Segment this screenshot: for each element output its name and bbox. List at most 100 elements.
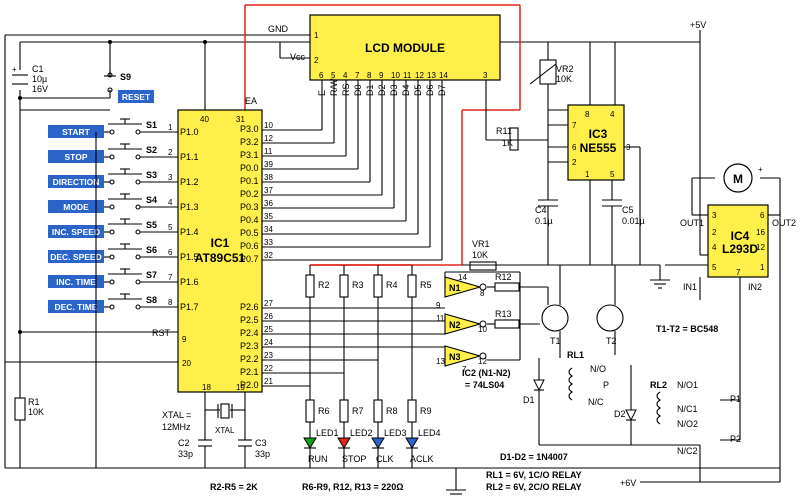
- svg-text:N/C2: N/C2: [677, 446, 698, 456]
- ic1-pin-label: P0.0: [240, 163, 259, 173]
- svg-text:R5: R5: [420, 280, 432, 290]
- switch-s4-button[interactable]: MODE: [48, 200, 104, 213]
- switch-name: S7: [146, 270, 157, 280]
- ic1-pin-number: 26: [264, 312, 273, 321]
- svg-text:31: 31: [236, 115, 245, 124]
- svg-text:R12: R12: [495, 272, 512, 282]
- ic1-name: IC1: [211, 236, 230, 250]
- ic1-pin-label: P0.4: [240, 215, 259, 225]
- svg-text:+: +: [12, 65, 17, 74]
- switch-s6-button[interactable]: DEC. SPEED: [48, 250, 104, 263]
- svg-text:C1: C1: [32, 64, 44, 74]
- switch-s8-button[interactable]: DEC. TIME: [48, 300, 104, 313]
- lcd-vcc-label: Vcc: [290, 52, 306, 62]
- led-3-icon: [371, 437, 385, 449]
- switch-name: S6: [146, 245, 157, 255]
- ic1-pin-number: 33: [264, 238, 273, 247]
- plus6v-label: +6V: [620, 478, 636, 488]
- switch-label: INC. TIME: [56, 277, 96, 287]
- svg-text:N/C1: N/C1: [677, 404, 698, 414]
- ic1-pin-label: P2.2: [240, 354, 259, 364]
- ic1-pin-label: P1.7: [180, 302, 199, 312]
- lcd-pin-number: 10: [391, 71, 400, 80]
- ic1-pin-number: 27: [264, 299, 273, 308]
- ic1-pin-number: 21: [264, 377, 273, 386]
- lcd-pin-number: 14: [439, 71, 448, 80]
- svg-text:N/O1: N/O1: [677, 380, 698, 390]
- switch-s1-button[interactable]: START: [48, 125, 104, 138]
- ic1-pin-number: 37: [264, 186, 273, 195]
- svg-text:8: 8: [480, 289, 485, 298]
- switch-label: DIRECTION: [53, 177, 100, 187]
- ic4-driver: IC4 L293D 3 6 2 16 4 12 5 1 7 OUT1 OUT2 …: [665, 42, 796, 300]
- ic1-pin-number: 24: [264, 338, 273, 347]
- svg-text:20: 20: [182, 359, 191, 368]
- ic1-pin-label: P0.6: [240, 241, 259, 251]
- ic1-pin-number: 36: [264, 199, 273, 208]
- svg-text:12: 12: [478, 357, 487, 366]
- ic1-pin-number: 32: [264, 251, 273, 260]
- svg-text:N3: N3: [449, 352, 461, 362]
- switch-label: DEC. TIME: [55, 302, 98, 312]
- lcd-pin-number: 4: [343, 71, 348, 80]
- svg-text:R2: R2: [318, 280, 330, 290]
- lcd-pin-number: 7: [355, 71, 360, 80]
- ic1-pin-label: P3.2: [240, 137, 259, 147]
- switch-s3-button[interactable]: DIRECTION: [48, 175, 104, 188]
- svg-text:ACLK: ACLK: [410, 454, 434, 464]
- svg-text:LED4: LED4: [418, 428, 441, 438]
- switch-name: S3: [146, 170, 157, 180]
- lcd-module: LCD MODULE GND Vcc 1 2 3 6E5R/W4RS7D08D1…: [262, 14, 548, 261]
- svg-text:5: 5: [712, 263, 717, 272]
- svg-text:C4: C4: [535, 205, 547, 215]
- svg-text:12: 12: [756, 243, 765, 252]
- ic1-pin-number: 39: [264, 160, 273, 169]
- svg-text:RUN: RUN: [308, 454, 328, 464]
- gate-n2: N2: [444, 313, 487, 335]
- ic1-port-pins: 10P3.012P3.211P3.139P0.038P0.137P0.236P0…: [240, 121, 445, 390]
- svg-text:16: 16: [756, 228, 765, 237]
- gate-n3: N3: [444, 345, 487, 367]
- svg-text:1: 1: [314, 31, 319, 40]
- switch-s7-button[interactable]: INC. TIME: [48, 275, 104, 288]
- ic1-pin-label: P0.7: [240, 254, 259, 264]
- switch-s5-button[interactable]: INC. SPEED: [48, 225, 104, 238]
- ic3-name: IC3: [589, 127, 608, 141]
- svg-text:14: 14: [458, 273, 467, 282]
- svg-text:P1: P1: [730, 394, 741, 404]
- ic1-pin-number: 38: [264, 173, 273, 182]
- reset-button[interactable]: [118, 90, 154, 103]
- svg-text:OUT1: OUT1: [680, 218, 704, 228]
- svg-text:6: 6: [760, 211, 765, 220]
- svg-text:N1: N1: [449, 283, 461, 293]
- ic1-pin-number: 7: [168, 273, 173, 282]
- svg-text:T2: T2: [606, 336, 617, 346]
- svg-text:2: 2: [712, 228, 717, 237]
- note-rl1: RL1 = 6V, 1C/O RELAY: [486, 470, 582, 480]
- svg-text:IN1: IN1: [683, 282, 697, 292]
- svg-text:8: 8: [585, 110, 590, 119]
- switch-label: START: [62, 127, 91, 137]
- ic1-pin-number: 34: [264, 225, 273, 234]
- switch-s2-button[interactable]: STOP: [48, 150, 104, 163]
- ic1-pin-label: P3.1: [240, 150, 259, 160]
- s9-label: S9: [120, 72, 131, 82]
- ic1-pin-label: P0.2: [240, 189, 259, 199]
- svg-text:R1: R1: [28, 397, 40, 407]
- rst-label: RST: [152, 328, 171, 338]
- switch-name: S1: [146, 120, 157, 130]
- ic1-pin-number: 23: [264, 351, 273, 360]
- svg-text:RL1: RL1: [567, 350, 584, 360]
- ic1-pin-number: 8: [168, 298, 173, 307]
- svg-text:N/C: N/C: [588, 397, 604, 407]
- svg-text:R7: R7: [352, 406, 364, 416]
- ic1-pin-number: 1: [168, 123, 173, 132]
- led-group: R2R6LED1RUNR3R7LED2STOPR4R8LED3CLKR5R9LE…: [303, 264, 441, 468]
- svg-text:C2: C2: [178, 438, 190, 448]
- ic1-pin-number: 10: [264, 121, 273, 130]
- ic4-part: L293D: [722, 242, 758, 256]
- note-t1t2: T1-T2 = BC548: [656, 324, 718, 334]
